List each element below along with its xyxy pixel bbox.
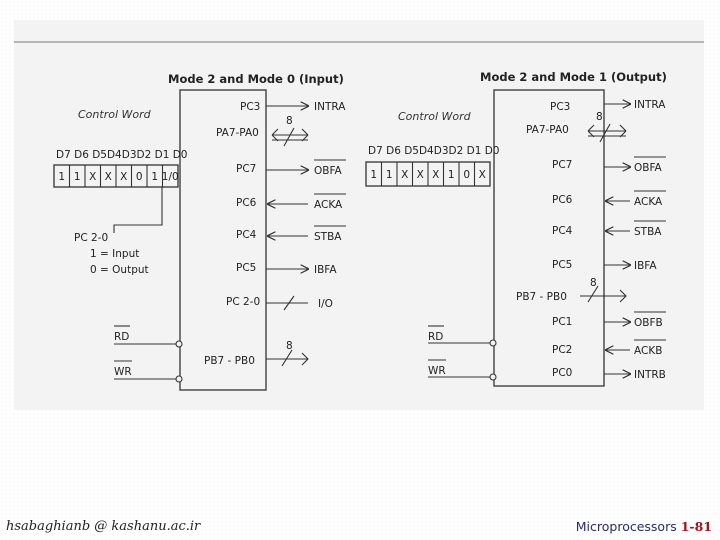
left-bit-cell: X: [120, 171, 127, 183]
left-bit-cell: 1/0: [162, 171, 179, 183]
left-pin-pc3: PC3: [240, 101, 260, 113]
right-rd-label: RD: [428, 331, 443, 343]
left-pa-bus-slash: [283, 127, 295, 147]
left-pb-bus-slash: [281, 349, 293, 367]
right-control-word-title: Control Word: [398, 110, 472, 123]
left-pc-note-connector: [113, 187, 163, 233]
left-pc-note-line2: 1 = Input: [90, 248, 139, 260]
right-pin-pb: PB7 - PB0: [516, 291, 567, 303]
right-pb-bus-width: 8: [590, 277, 597, 289]
right-pin-pa: PA7-PA0: [526, 124, 569, 136]
right-pin-pc0: PC0: [552, 367, 572, 379]
left-signal-acka: ACKA: [314, 199, 343, 211]
left-rd-bubble: [175, 340, 183, 348]
left-pin-pc4: PC4: [236, 229, 257, 241]
left-rd-label: RD: [114, 331, 129, 343]
right-signal-intra: INTRA: [634, 99, 666, 111]
right-signal-intrb: INTRB: [634, 369, 666, 381]
left-title: Mode 2 and Mode 0 (Input): [168, 72, 344, 86]
left-wr-label: WR: [114, 366, 132, 378]
left-signal-intra: INTRA: [314, 101, 346, 113]
right-pin-pc7: PC7: [552, 159, 572, 171]
right-bit-cell: 1: [370, 169, 377, 181]
left-pin-pa: PA7-PA0: [216, 127, 259, 139]
left-signal-io: I/O: [318, 298, 333, 310]
left-bit-cell: 0: [136, 171, 143, 183]
right-title: Mode 2 and Mode 1 (Output): [480, 70, 667, 84]
left-8255-block: [179, 89, 267, 391]
right-signal-obfb: OBFB: [634, 317, 663, 329]
right-bit-cell: 1: [448, 169, 455, 181]
mode-diagrams: Mode 2 and Mode 0 (Input) Control Word D…: [14, 41, 704, 391]
right-pin-pc4: PC4: [552, 225, 573, 237]
left-io-slash: [283, 295, 295, 311]
left-pb-bus-width: 8: [286, 340, 293, 352]
right-signal-ibfa: IBFA: [634, 260, 657, 272]
left-pin-pc5: PC5: [236, 262, 256, 274]
right-8255-block: [493, 89, 605, 387]
right-pa-bus-slash: [599, 123, 611, 143]
left-pin-pc6: PC6: [236, 197, 257, 209]
left-signal-stba: STBA: [314, 231, 342, 243]
right-wr-bubble: [489, 373, 497, 381]
right-pin-pc1: PC1: [552, 316, 572, 328]
left-pc-note-line3: 0 = Output: [90, 264, 149, 276]
left-signal-obfa: OBFA: [314, 165, 343, 177]
right-pin-pc3: PC3: [550, 101, 570, 113]
right-signal-stba: STBA: [634, 226, 662, 238]
right-bit-cell: X: [417, 169, 424, 181]
footer-course-page: Microprocessors 1-81: [576, 519, 712, 534]
left-pc-note-line1: PC 2-0: [74, 232, 108, 244]
right-pb-bus-arrow: [580, 289, 627, 303]
left-bit-header: D7 D6 D5D4D3D2 D1 D0: [56, 149, 187, 161]
diagram-scan: Mode 2 and Mode 0 (Input) Control Word D…: [14, 20, 704, 410]
left-control-word-title: Control Word: [78, 108, 152, 121]
right-bit-header: D7 D6 D5D4D3D2 D1 D0: [368, 145, 499, 157]
left-pin-pb: PB7 - PB0: [204, 355, 255, 367]
right-rd-bubble: [489, 339, 497, 347]
left-bit-cell: 1: [151, 171, 158, 183]
right-bit-cell: 0: [463, 169, 470, 181]
left-bit-cell: X: [89, 171, 96, 183]
right-bit-cell: 1: [386, 169, 393, 181]
left-pa-bus-width: 8: [286, 115, 293, 127]
right-pa-bus-arrow: [587, 124, 627, 138]
right-signal-obfa: OBFA: [634, 162, 663, 174]
right-pb-bus-slash: [587, 285, 599, 303]
left-pin-pc20: PC 2-0: [226, 296, 260, 308]
right-bit-cell: X: [479, 169, 486, 181]
right-bit-cell: X: [401, 169, 408, 181]
footer-email: hsabaghianb @ kashanu.ac.ir: [6, 519, 201, 534]
footer-course: Microprocessors: [575, 519, 677, 534]
left-bit-cell: 1: [74, 171, 81, 183]
right-signal-ackb: ACKB: [634, 345, 662, 357]
right-pin-pc5: PC5: [552, 259, 572, 271]
left-bit-cell: X: [105, 171, 112, 183]
left-pin-pc7: PC7: [236, 163, 256, 175]
right-wr-label: WR: [428, 365, 446, 377]
right-pin-pc2: PC2: [552, 344, 572, 356]
right-bit-cell: X: [432, 169, 439, 181]
left-bit-cell: 1: [58, 171, 65, 183]
right-pin-pc6: PC6: [552, 194, 573, 206]
right-pa-bus-width: 8: [596, 111, 603, 123]
footer-page-number: 1-81: [680, 519, 712, 534]
left-wr-bubble: [175, 375, 183, 383]
right-signal-acka: ACKA: [634, 196, 663, 208]
left-signal-ibfa: IBFA: [314, 264, 337, 276]
